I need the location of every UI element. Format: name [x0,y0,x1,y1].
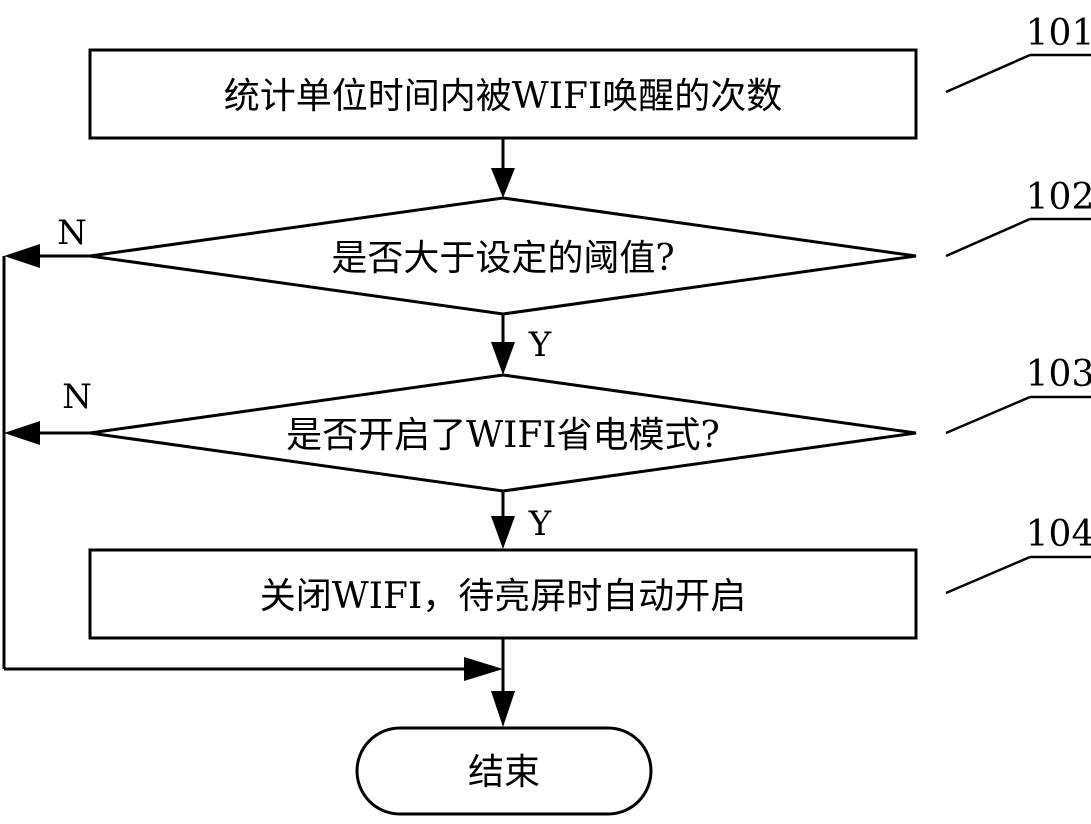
bottom-merge-arrowhead [464,657,503,681]
arrowhead-101-102 [491,168,515,198]
decision-103-text: 是否开启了WIFI省电模式? [286,415,720,456]
d103-no-arrowhead [4,421,40,445]
arrowhead-104-end [491,691,515,727]
end-text: 结束 [468,752,540,793]
ref-104-leader [945,555,1031,595]
decision-102-text: 是否大于设定的阈值? [331,238,674,279]
d102-yes-label: Y [528,325,552,365]
arrowhead-102-103 [491,342,515,375]
end-terminator [355,726,653,816]
d103-no-label: N [62,377,92,417]
d103-yes-label: Y [528,504,552,544]
ref-102-leader [945,217,1031,258]
ref-101-leader [945,53,1031,94]
step-101-text: 统计单位时间内被WIFI唤醒的次数 [224,76,782,117]
d102-no-arrowhead [4,244,40,268]
step-104-box [88,548,918,640]
ref-101-label: 101 [1026,13,1091,54]
ref-104-label: 104 [1026,514,1091,555]
ref-102-label: 102 [1026,177,1091,218]
step-104-text: 关闭WIFI，待亮屏时自动开启 [260,576,746,617]
d102-no-label: N [57,213,87,253]
ref-103-label: 103 [1026,354,1091,395]
step-101-box [88,48,918,140]
ref-103-leader [945,395,1031,435]
arrowhead-103-104 [491,516,515,549]
